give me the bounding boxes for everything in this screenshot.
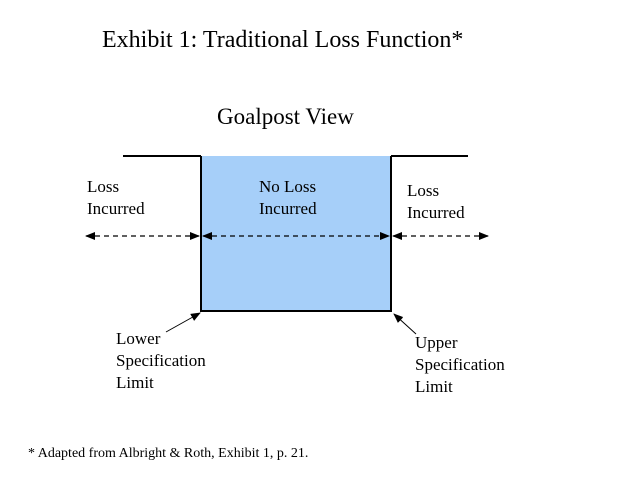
upper-limit-label-line2: Specification (415, 355, 505, 374)
lower-limit-label-line2: Specification (116, 351, 206, 370)
left-region-label-line1: Loss (87, 177, 120, 196)
right-region-label-line1: Loss (407, 181, 440, 200)
upper-limit-pointer-arrow (393, 313, 417, 335)
diagram-title: Exhibit 1: Traditional Loss Function* (102, 27, 464, 53)
diagram-subtitle: Goalpost View (217, 104, 354, 129)
lower-limit-pointer-arrow (165, 312, 201, 333)
middle-region-label-line1: No Loss (259, 177, 317, 196)
upper-limit-label-line1: Upper (415, 333, 458, 352)
upper-limit-label-line3: Limit (415, 377, 453, 396)
right-region-label-line2: Incurred (407, 203, 465, 222)
footnote: * Adapted from Albright & Roth, Exhibit … (28, 446, 309, 461)
left-region-label-line2: Incurred (87, 199, 145, 218)
middle-region-label-line2: Incurred (259, 199, 317, 218)
lower-limit-label-line3: Limit (116, 373, 154, 392)
lower-limit-label-line1: Lower (116, 329, 161, 348)
